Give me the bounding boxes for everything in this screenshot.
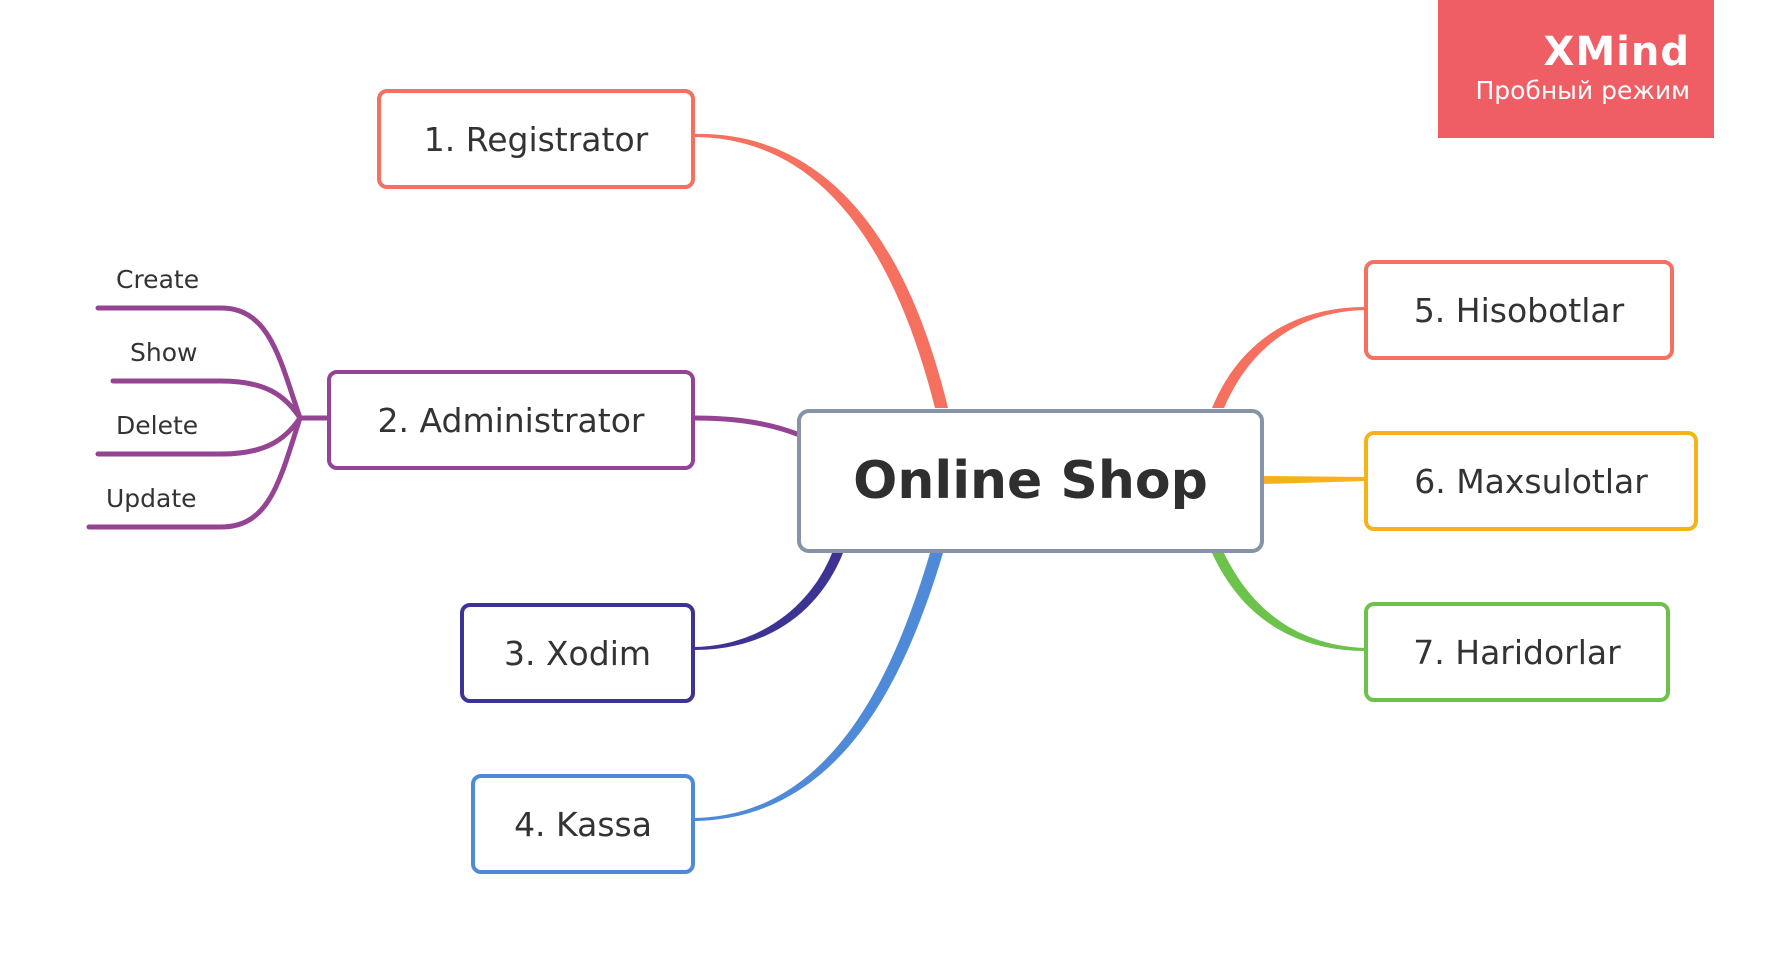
- subtopic-delete[interactable]: Delete: [116, 411, 199, 440]
- topic-registrator[interactable]: 1. Registrator: [377, 89, 695, 189]
- topic-label: 3. Xodim: [503, 633, 652, 673]
- topic-label: 5. Hisobotlar: [1413, 290, 1625, 330]
- topic-kassa[interactable]: 4. Kassa: [471, 774, 695, 874]
- connector-maxsulotlar: [1264, 476, 1366, 484]
- connector-sub-create: [95, 305, 331, 421]
- topic-label: 6. Maxsulotlar: [1414, 461, 1648, 501]
- xmind-trial-watermark: XMind Пробный режим: [1438, 0, 1714, 138]
- topic-hisobotlar[interactable]: 5. Hisobotlar: [1364, 260, 1674, 360]
- subtopic-update[interactable]: Update: [106, 484, 197, 513]
- subtopic-create[interactable]: Create: [116, 265, 200, 294]
- watermark-brand: XMind: [1543, 29, 1690, 75]
- connector-administrator: [691, 415, 800, 437]
- watermark-mode: Пробный режим: [1475, 76, 1690, 105]
- topic-label: 2. Administrator: [377, 400, 645, 440]
- connector-hisobotlar: [1212, 307, 1366, 408]
- connector-haridorlar: [1212, 553, 1366, 651]
- subtopic-show[interactable]: Show: [130, 338, 198, 367]
- topic-xodim[interactable]: 3. Xodim: [460, 603, 695, 703]
- connector-registrator: [693, 133, 948, 408]
- connector-sub-update: [86, 415, 303, 530]
- topic-label: 7. Haridorlar: [1413, 632, 1621, 672]
- connector-kassa: [694, 553, 943, 821]
- connector-xodim: [694, 553, 843, 650]
- topic-label: 4. Kassa: [514, 804, 652, 844]
- central-topic[interactable]: Online Shop: [797, 409, 1264, 553]
- central-topic-label: Online Shop: [853, 451, 1208, 511]
- topic-administrator[interactable]: 2. Administrator: [327, 370, 695, 470]
- connector-sub-delete: [95, 415, 303, 457]
- connector-sub-show: [110, 378, 303, 421]
- topic-haridorlar[interactable]: 7. Haridorlar: [1364, 602, 1670, 702]
- topic-maxsulotlar[interactable]: 6. Maxsulotlar: [1364, 431, 1698, 531]
- topic-label: 1. Registrator: [423, 119, 649, 159]
